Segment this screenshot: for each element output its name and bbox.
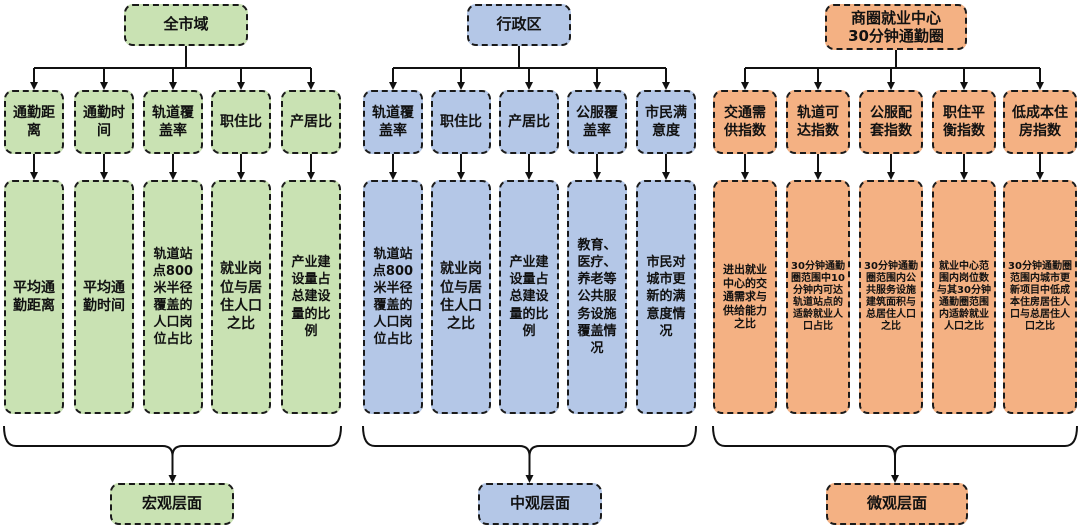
meso-indicator-box: 公服覆盖率 (567, 90, 627, 154)
meso-indicator-label: 轨道覆盖率 (372, 104, 414, 139)
micro-title-line2: 30分钟通勤圈 (848, 27, 944, 45)
macro-indicator-box: 通勤距离 (4, 90, 64, 154)
macro-title: 全市域 (163, 15, 209, 34)
meso-indicator-box: 职住比 (431, 90, 491, 154)
meso-indicator-label: 公服覆盖率 (576, 104, 618, 139)
micro-definition-box: 30分钟通勤圈范围内城市更新项目中低成本住房居住人口与总居住人口之比 (1003, 180, 1077, 414)
macro-indicator-box: 职住比 (211, 90, 271, 154)
meso-definition-box: 市民对城市更新的满意度情况 (636, 180, 696, 414)
micro-indicator-box: 公服配套指数 (859, 90, 923, 154)
meso-title: 行政区 (496, 15, 542, 34)
macro-layer-label-box: 宏观层面 (110, 483, 234, 525)
meso-layer-label: 中观层面 (509, 494, 570, 513)
macro-indicator-box: 产居比 (281, 90, 341, 154)
micro-title: 商圈就业中心 30分钟通勤圈 (848, 9, 944, 45)
meso-definition-box: 轨道站点800米半径覆盖的人口岗位占比 (363, 180, 423, 414)
macro-definition-text: 平均通勤距离 (13, 279, 55, 314)
macro-definition-text: 轨道站点800米半径覆盖的人口岗位占比 (152, 246, 194, 348)
macro-indicator-box: 轨道覆盖率 (143, 90, 203, 154)
micro-indicator-box: 低成本住房指数 (1003, 90, 1077, 154)
micro-definition-text: 就业中心范围内岗位数与其30分钟通勤圈范围内适龄就业人口之比 (937, 261, 991, 332)
micro-indicator-label: 交通需供指数 (724, 104, 766, 139)
macro-definition-text: 就业岗位与居住人口之比 (220, 261, 262, 333)
meso-definition-box: 教育、医疗、养老等公共服务设施覆盖情况 (567, 180, 627, 414)
meso-indicator-box: 轨道覆盖率 (363, 90, 423, 154)
micro-definition-box: 就业中心范围内岗位数与其30分钟通勤圈范围内适龄就业人口之比 (932, 180, 996, 414)
micro-title-box: 商圈就业中心 30分钟通勤圈 (825, 4, 967, 50)
meso-indicator-box: 产居比 (499, 90, 559, 154)
micro-indicator-box: 轨道可达指数 (786, 90, 850, 154)
micro-definition-box: 30分钟通勤圈范围中10分钟内可达轨道站点的适龄就业人口占比 (786, 180, 850, 414)
layer-brace (712, 425, 1078, 457)
meso-definition-box: 产业建设量占总建设量的比例 (499, 180, 559, 414)
meso-definition-text: 市民对城市更新的满意度情况 (646, 255, 686, 339)
micro-indicator-label: 公服配套指数 (870, 104, 912, 139)
micro-indicator-label: 轨道可达指数 (797, 104, 839, 139)
micro-indicator-label: 低成本住房指数 (1012, 104, 1068, 139)
meso-indicator-label: 市民满意度 (645, 104, 687, 139)
macro-definition-box: 产业建设量占总建设量的比例 (281, 180, 341, 414)
macro-definition-box: 轨道站点800米半径覆盖的人口岗位占比 (143, 180, 203, 414)
meso-definition-box: 就业岗位与居住人口之比 (431, 180, 491, 414)
macro-layer-label: 宏观层面 (141, 494, 202, 513)
layer-brace (3, 425, 342, 457)
meso-definition-text: 就业岗位与居住人口之比 (440, 261, 482, 333)
micro-layer-label-box: 微观层面 (826, 483, 968, 525)
micro-indicator-box: 职住平衡指数 (932, 90, 996, 154)
macro-definition-box: 就业岗位与居住人口之比 (211, 180, 271, 414)
macro-definition-box: 平均通勤距离 (4, 180, 64, 414)
meso-title-box: 行政区 (467, 4, 571, 46)
macro-title-box: 全市域 (124, 4, 248, 46)
micro-layer-label: 微观层面 (866, 494, 927, 513)
micro-definition-text: 进出就业中心的交通需求与供给能力之比 (723, 263, 767, 331)
meso-definition-text: 轨道站点800米半径覆盖的人口岗位占比 (372, 246, 414, 348)
macro-indicator-label: 轨道覆盖率 (152, 104, 194, 139)
macro-indicator-label: 职住比 (220, 113, 262, 130)
macro-indicator-label: 通勤时间 (83, 104, 125, 139)
macro-definition-text: 产业建设量占总建设量的比例 (291, 255, 331, 339)
micro-title-line1: 商圈就业中心 (850, 9, 941, 27)
macro-indicator-label: 通勤距离 (13, 104, 55, 139)
meso-indicator-label: 产居比 (508, 113, 550, 130)
micro-definition-box: 30分钟通勤圈范围内公共服务设施建筑面积与总居住人口之比 (859, 180, 923, 414)
meso-indicator-box: 市民满意度 (636, 90, 696, 154)
macro-definition-text: 平均通勤时间 (83, 279, 125, 314)
meso-layer-label-box: 中观层面 (478, 483, 602, 525)
micro-definition-text: 30分钟通勤圈范围内城市更新项目中低成本住房居住人口与总居住人口之比 (1008, 261, 1072, 332)
meso-definition-text: 产业建设量占总建设量的比例 (509, 255, 549, 339)
meso-indicator-label: 职住比 (440, 113, 482, 130)
layer-brace (362, 425, 697, 457)
macro-indicator-box: 通勤时间 (74, 90, 134, 154)
macro-indicator-label: 产居比 (290, 113, 332, 130)
micro-indicator-box: 交通需供指数 (713, 90, 777, 154)
micro-definition-box: 进出就业中心的交通需求与供给能力之比 (713, 180, 777, 414)
micro-indicator-label: 职住平衡指数 (943, 104, 985, 139)
micro-definition-text: 30分钟通勤圈范围中10分钟内可达轨道站点的适龄就业人口占比 (791, 261, 845, 332)
meso-definition-text: 教育、医疗、养老等公共服务设施覆盖情况 (577, 237, 617, 356)
macro-definition-box: 平均通勤时间 (74, 180, 134, 414)
micro-definition-text: 30分钟通勤圈范围内公共服务设施建筑面积与总居住人口之比 (864, 261, 918, 332)
